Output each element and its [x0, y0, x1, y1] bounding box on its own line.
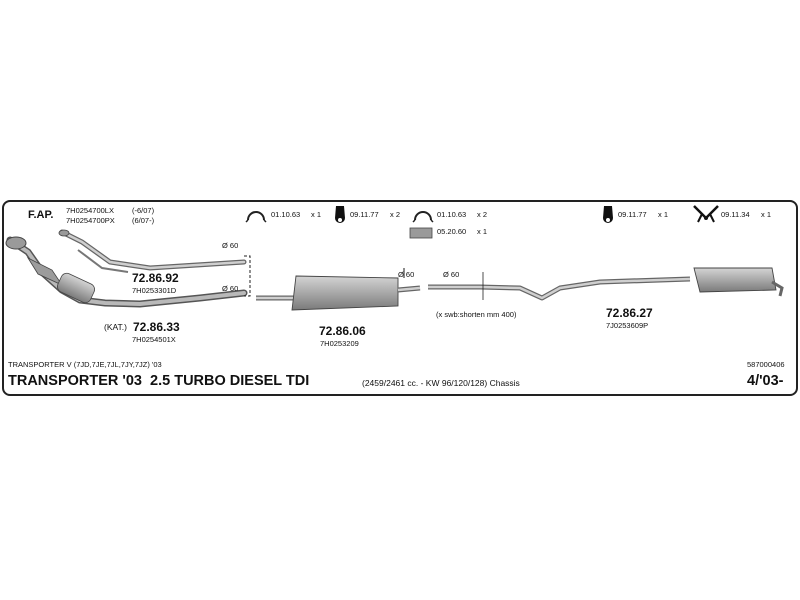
part-72-86-27-rear-silencer — [428, 267, 784, 301]
part-72-86-06-middle-silencer — [256, 268, 421, 311]
vehicle-title: TRANSPORTER '03 2.5 TURBO DIESEL TDI — [8, 373, 310, 389]
oem-number: 7H0254501X — [132, 335, 176, 344]
part-prefix: (KAT.) — [104, 322, 127, 332]
fitting-code: 09.11.77 — [618, 210, 647, 219]
catalog-ref: 587000406 — [747, 360, 785, 369]
joint-dashed-line — [244, 255, 251, 297]
fitting-qty: x 1 — [311, 210, 322, 219]
part-number: 72.86.27 — [606, 306, 653, 320]
diameter-label: Ø 60 — [222, 284, 239, 293]
oem-number: 7H0253209 — [320, 339, 359, 348]
fitting-code: 09.11.34 — [721, 210, 750, 219]
diameter-label: Ø 60 — [222, 241, 239, 250]
fitting-code: 09.11.77 — [350, 210, 379, 219]
fap-label: F.AP. — [28, 209, 54, 221]
oem-number: 7J0253609P — [606, 321, 649, 330]
part-number: 72.86.92 — [132, 271, 179, 285]
bracket-hanger-icon — [693, 205, 719, 223]
fap-date-1: (-6/07) — [132, 206, 155, 215]
fitting-qty: x 1 — [761, 210, 772, 219]
fap-code-1: 7H0254700LX — [66, 206, 114, 215]
fitting-qty: x 1 — [477, 227, 488, 236]
diameter-label: Ø 60 — [443, 270, 460, 279]
part-number: 72.86.33 — [133, 320, 180, 334]
fitting-qty: x 1 — [658, 210, 669, 219]
part-72-86-33-catalyst — [5, 236, 248, 308]
rubber-hanger-icon — [603, 206, 613, 223]
vehicle-date: 4/'03- — [747, 373, 784, 389]
fitting-qty: x 2 — [390, 210, 401, 219]
fap-date-2: (6/07-) — [132, 216, 155, 225]
rubber-hanger-icon — [335, 206, 345, 223]
part-72-86-92-pipe — [58, 229, 247, 273]
shorten-note: (x swb:shorten mm 400) — [436, 310, 517, 319]
vehicle-spec: (2459/2461 cc. - KW 96/120/128) Chassis — [362, 378, 520, 388]
fitting-code: 05.20.60 — [437, 227, 467, 236]
clamp-icon — [245, 211, 267, 223]
clamp-icon — [412, 211, 434, 223]
fap-code-2: 7H0254700PX — [66, 216, 115, 225]
part-number: 72.86.06 — [319, 324, 366, 338]
fitting-code: 01.10.63 — [271, 210, 301, 219]
pipe-connector-icon — [409, 227, 433, 239]
fitting-qty: x 2 — [477, 210, 488, 219]
oem-number: 7H0253301D — [132, 286, 177, 295]
exhaust-diagram-panel — [2, 200, 798, 396]
vehicle-models: TRANSPORTER V (7JD,7JE,7JL,7JY,7JZ) '03 — [8, 360, 162, 369]
diameter-label: Ø 60 — [398, 270, 415, 279]
fitting-code: 01.10.63 — [437, 210, 467, 219]
